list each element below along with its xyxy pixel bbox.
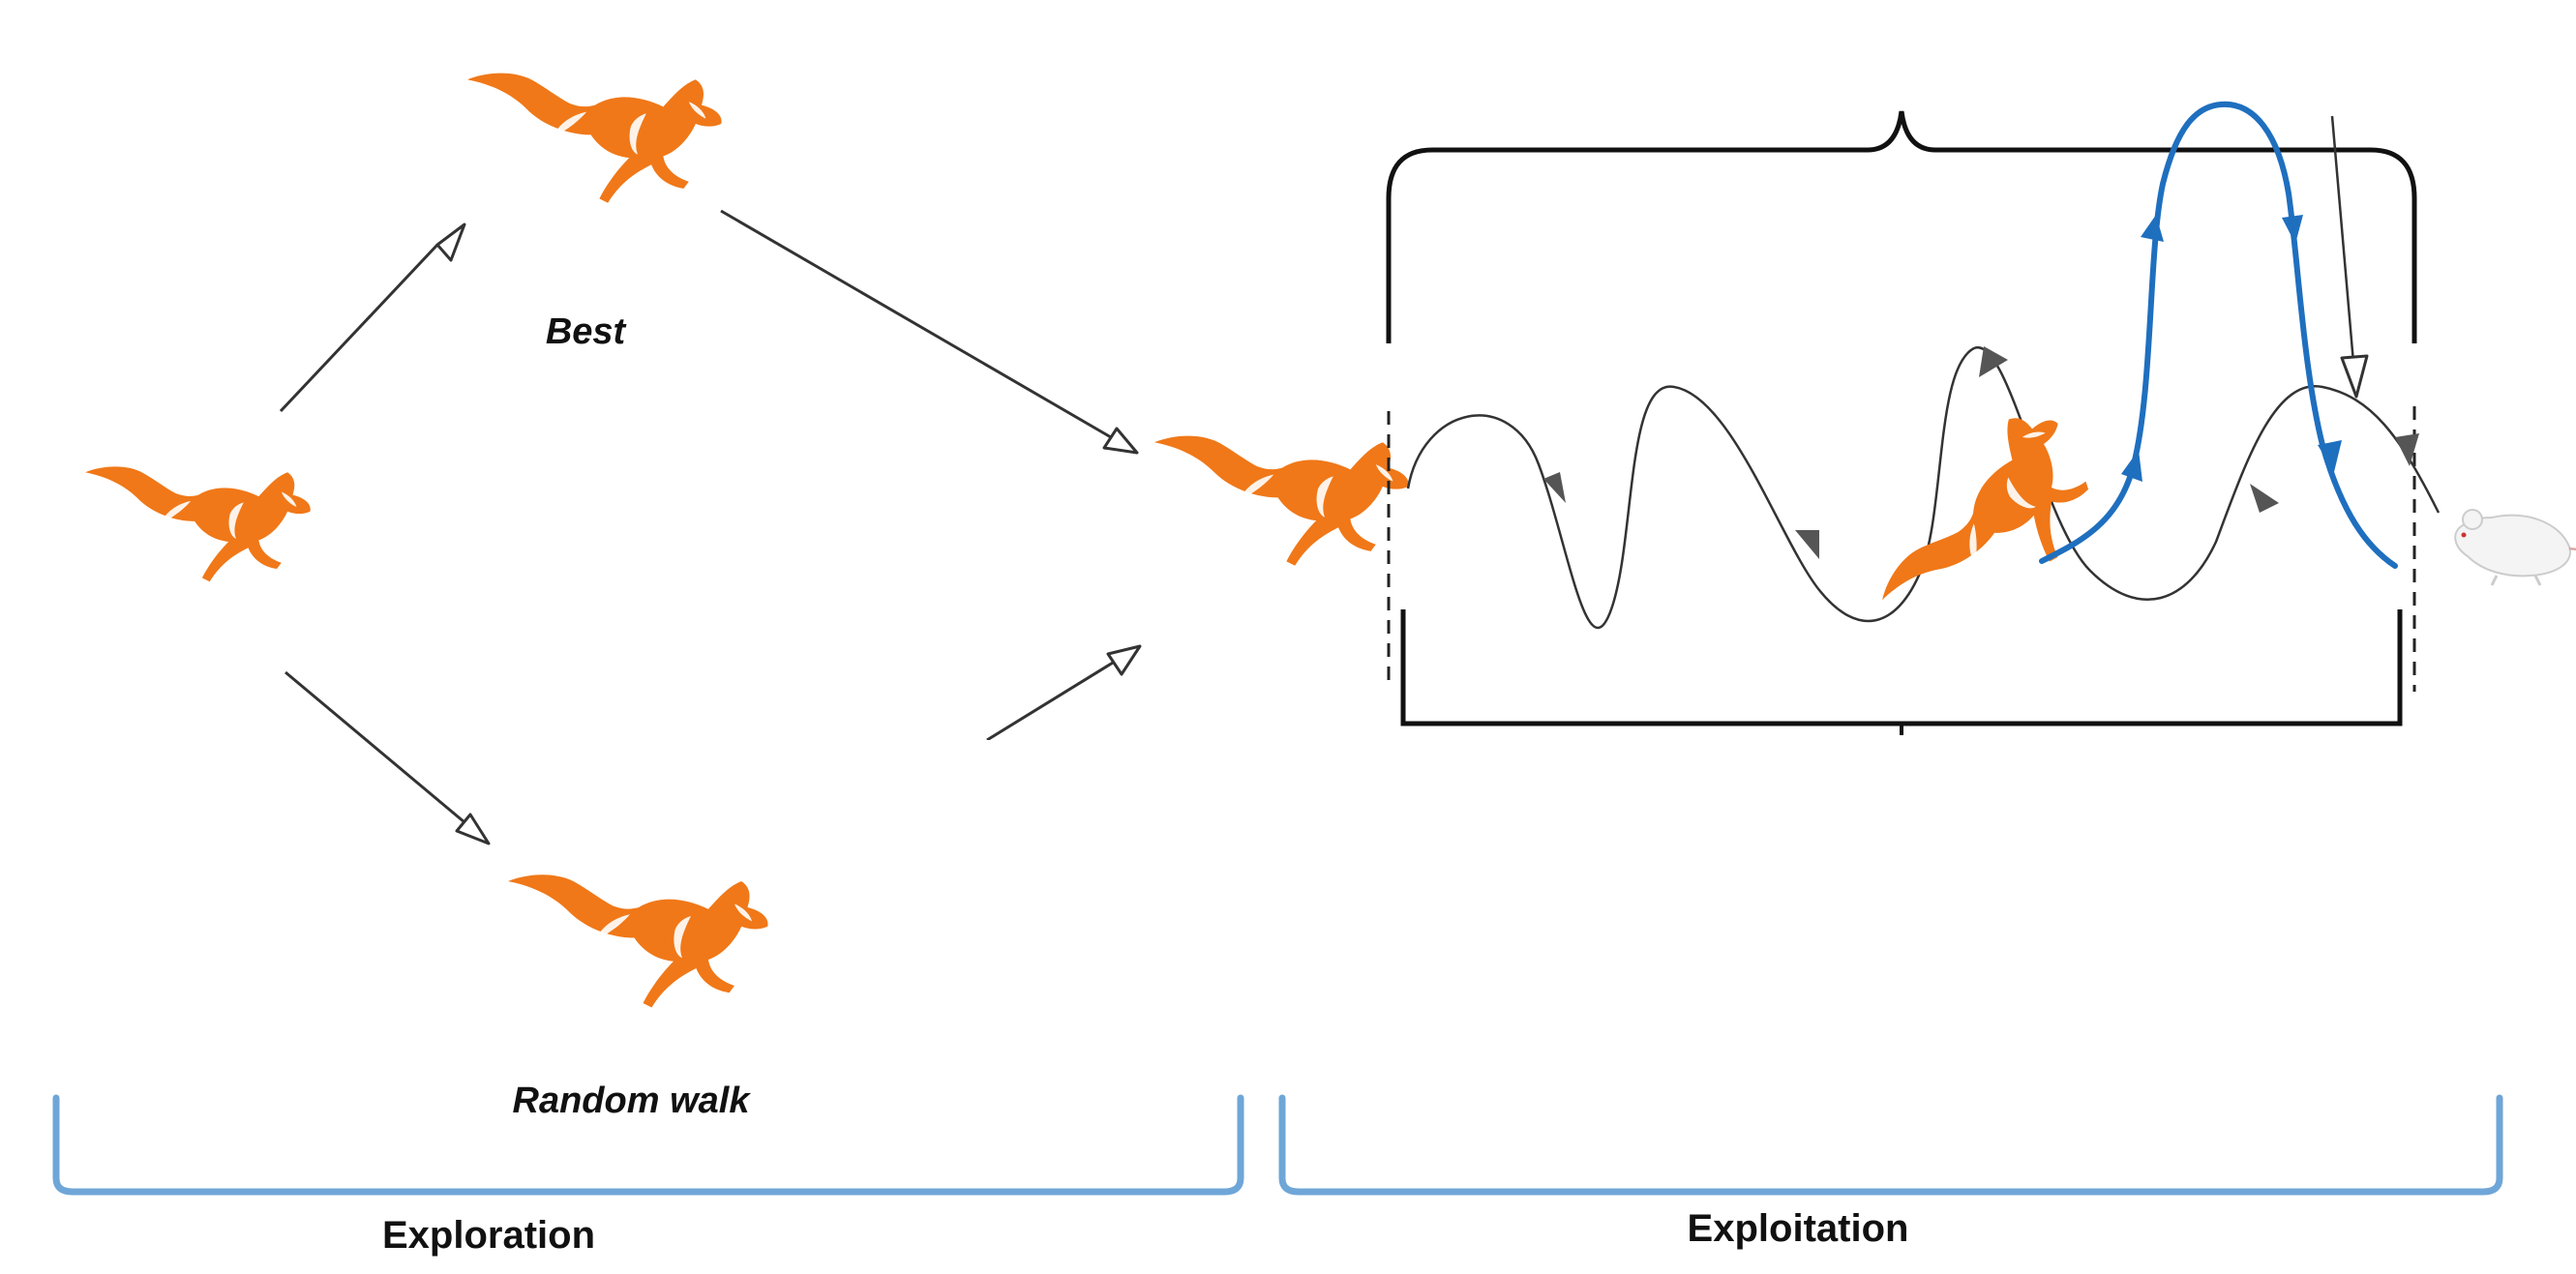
fox-icon-best — [467, 73, 722, 203]
exploitation-bottom-bracket — [1400, 609, 2403, 726]
arrow-random-walk-to-merged — [986, 644, 1142, 742]
arrow-best-to-merged — [720, 209, 1139, 455]
exploitation-curly-brace — [1386, 110, 2417, 343]
mouse-icon — [2454, 509, 2576, 586]
trajectory-arrow-3 — [1979, 346, 2008, 377]
random-walk-label: Random walk — [513, 1081, 752, 1121]
arrow-start-to-random-walk — [285, 670, 491, 845]
trajectory-arrow-1 — [1543, 472, 1566, 503]
trajectory-arrow-4 — [2250, 484, 2279, 513]
pounce-path — [2039, 101, 2398, 569]
fox-icon-leaping — [1876, 395, 2121, 668]
trajectory-arrow-2 — [1795, 530, 1819, 559]
fox-icon-merged — [1154, 435, 1409, 566]
pounce-arrow-down-2 — [2318, 440, 2342, 472]
exploitation-bracket — [1278, 1094, 2503, 1196]
fox-icon-start — [85, 466, 311, 582]
arrow-start-to-best — [279, 222, 466, 413]
fox-icon-random-walk — [508, 874, 768, 1008]
pounce-arrow-up-2 — [2141, 215, 2164, 242]
pointer-arrow — [2330, 115, 2369, 399]
exploitation-label: Exploitation — [1688, 1207, 1909, 1250]
best-label: Best — [546, 311, 627, 352]
pounce-arrow-down-1 — [2282, 215, 2303, 244]
exploration-bracket — [52, 1094, 1244, 1196]
pounce-arrow-up-1 — [2121, 450, 2142, 482]
occlusion-band — [910, 740, 1539, 779]
exploration-label: Exploration — [382, 1214, 595, 1257]
search-trajectory — [1406, 346, 2441, 629]
trajectory-arrow-5 — [2395, 433, 2419, 466]
